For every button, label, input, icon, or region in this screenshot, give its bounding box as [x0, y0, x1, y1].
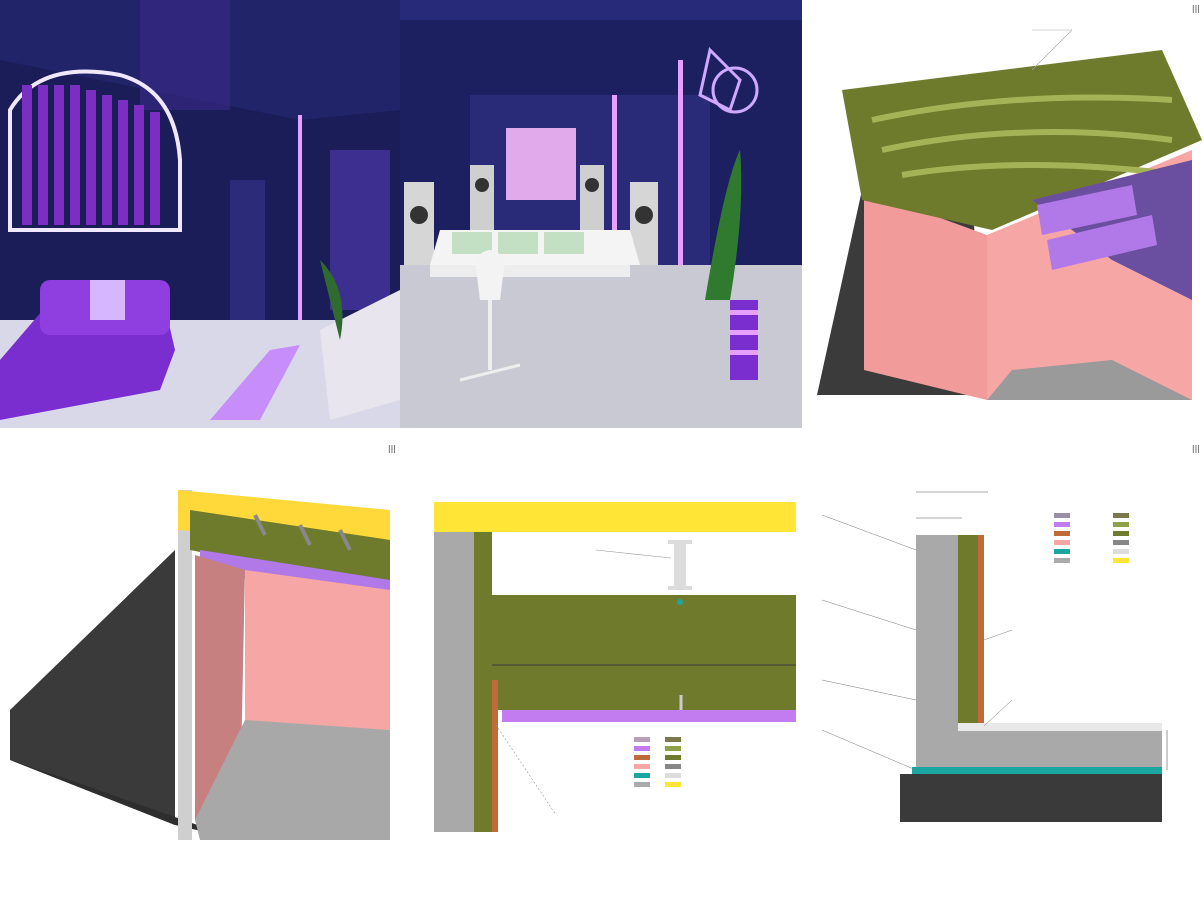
legend — [634, 736, 684, 790]
render-control-room — [400, 0, 802, 428]
detail-sheet-section — [406, 440, 806, 860]
detail-sheet-wall-ceiling: ||| — [0, 440, 400, 860]
legend — [1054, 512, 1132, 566]
brand-logo: ||| — [1191, 444, 1200, 453]
brand-logo: ||| — [387, 444, 396, 453]
floor-junction-drawing — [821, 491, 1168, 822]
section-drawing — [434, 502, 796, 832]
control-room-scene — [400, 0, 802, 428]
wall-ceiling-drawing — [10, 490, 390, 840]
lounge-scene — [0, 0, 400, 428]
detail-sheet-floor-junction: ||| — [812, 440, 1204, 860]
render-lounge — [0, 0, 400, 428]
ceiling-detail-drawing — [817, 29, 1202, 400]
brand-logo: ||| — [1191, 4, 1200, 13]
detail-sheet-ceiling: ||| — [812, 0, 1204, 428]
